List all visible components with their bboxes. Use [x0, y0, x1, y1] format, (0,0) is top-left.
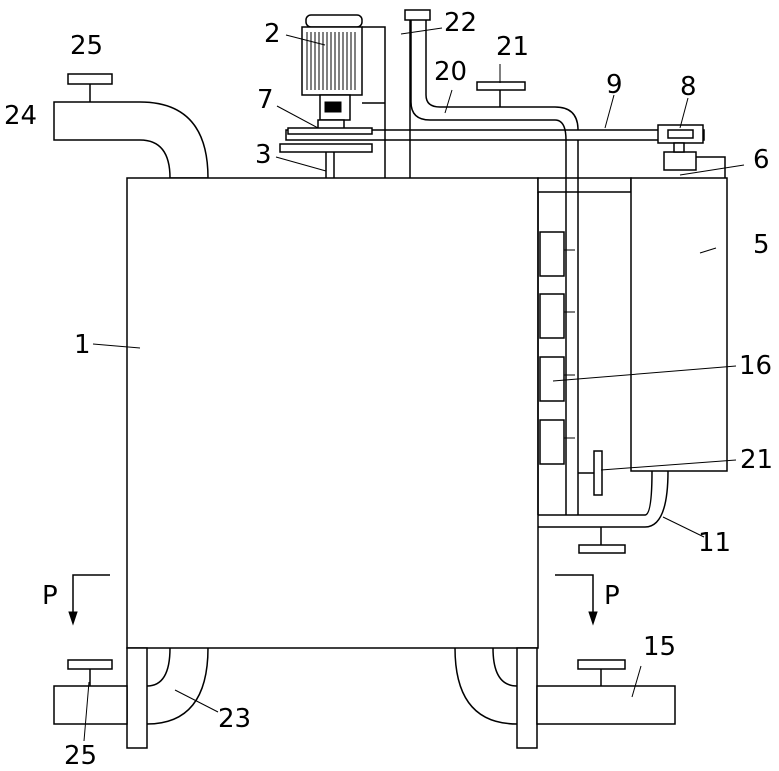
label-11: 11 [698, 528, 731, 558]
label-22: 22 [444, 8, 477, 38]
main-tank [126, 177, 539, 649]
section-arrow-left [68, 574, 110, 626]
support-bracket [362, 9, 431, 178]
part-labels: 1 2 3 5 6 7 8 9 11 15 16 20 21 21 22 23 … [4, 8, 773, 771]
section-label-left: P [42, 581, 58, 611]
section-label-right: P [604, 581, 620, 611]
right-leg [516, 647, 538, 749]
label-6: 6 [753, 145, 770, 175]
label-9: 9 [606, 70, 623, 100]
label-21-right: 21 [740, 445, 773, 475]
top-pipe [410, 20, 579, 141]
right-pulley [657, 124, 726, 178]
label-5: 5 [753, 230, 770, 260]
label-20: 20 [434, 57, 467, 87]
label-21-top: 21 [496, 32, 529, 62]
vertical-return-pipe [565, 130, 579, 515]
label-24: 24 [4, 101, 37, 131]
label-25-bottom: 25 [64, 741, 97, 771]
bottom-right-pipe [454, 647, 676, 725]
label-1: 1 [74, 330, 91, 360]
side-tank [630, 177, 728, 472]
bottom-connecting-pipe [538, 450, 669, 554]
motor [287, 14, 373, 135]
label-7: 7 [257, 85, 274, 115]
label-16: 16 [739, 351, 772, 381]
belt-plate [285, 129, 705, 141]
left-leg [126, 647, 148, 749]
leader-lines [83, 27, 745, 742]
side-channel [537, 177, 632, 515]
bottom-left-pipe [53, 647, 209, 725]
label-2: 2 [264, 19, 281, 49]
label-15: 15 [643, 632, 676, 662]
label-25-top: 25 [70, 31, 103, 61]
top-left-outlet-pipe [53, 73, 209, 179]
section-arrow-right [555, 574, 598, 626]
motor-shaft [279, 143, 373, 178]
label-23: 23 [218, 704, 251, 734]
label-8: 8 [680, 72, 697, 102]
label-3: 3 [255, 140, 272, 170]
